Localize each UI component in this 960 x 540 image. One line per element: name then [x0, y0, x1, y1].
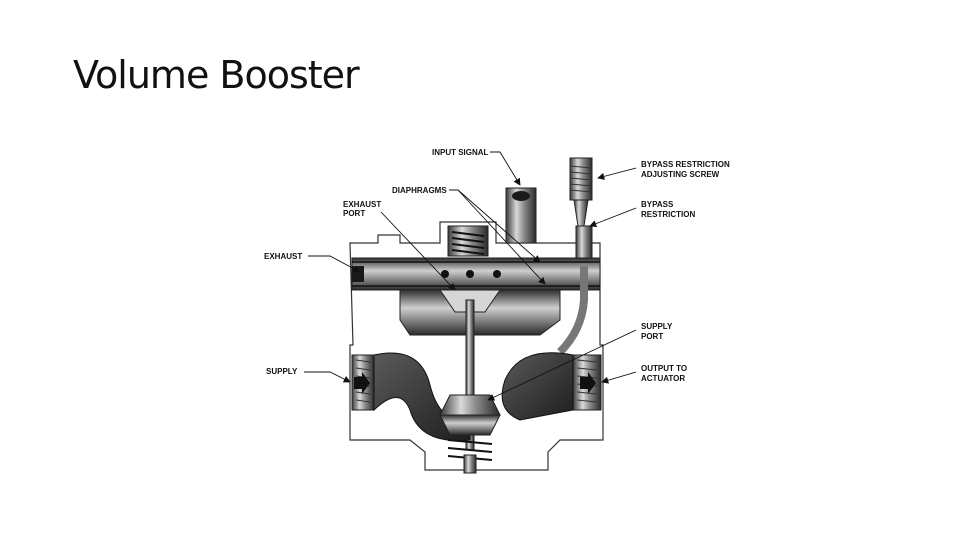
input-signal-port [505, 187, 537, 244]
label-bypass-restriction-line1: BYPASS [641, 200, 674, 209]
label-diaphragms: DIAPHRAGMS [392, 186, 447, 195]
label-bypass-restriction-line2: RESTRICTION [641, 210, 695, 219]
label-exhaust: EXHAUST [264, 252, 302, 261]
label-output-line1: OUTPUT TO [641, 364, 687, 373]
valve-chamber [399, 289, 561, 336]
spring-housing [447, 225, 489, 257]
label-input-signal: INPUT SIGNAL [432, 148, 489, 157]
leader-lines [304, 151, 637, 401]
label-supply-port-line2: PORT [641, 332, 663, 341]
label-supply-port-line1: SUPPLY [641, 322, 673, 331]
valve-plug [439, 394, 501, 474]
output-outlet [501, 352, 602, 421]
label-output-line2: ACTUATOR [641, 374, 685, 383]
diaphragm-chamber [351, 257, 601, 291]
label-bypass-adjusting-line2: ADJUSTING SCREW [641, 170, 720, 179]
slide-title: Volume Booster [73, 53, 360, 97]
label-exhaust-port-line2: PORT [343, 209, 365, 218]
label-bypass-adjusting-line1: BYPASS RESTRICTION [641, 160, 730, 169]
label-exhaust-port-line1: EXHAUST [343, 200, 381, 209]
bypass-tube [557, 266, 588, 355]
label-supply: SUPPLY [266, 367, 298, 376]
